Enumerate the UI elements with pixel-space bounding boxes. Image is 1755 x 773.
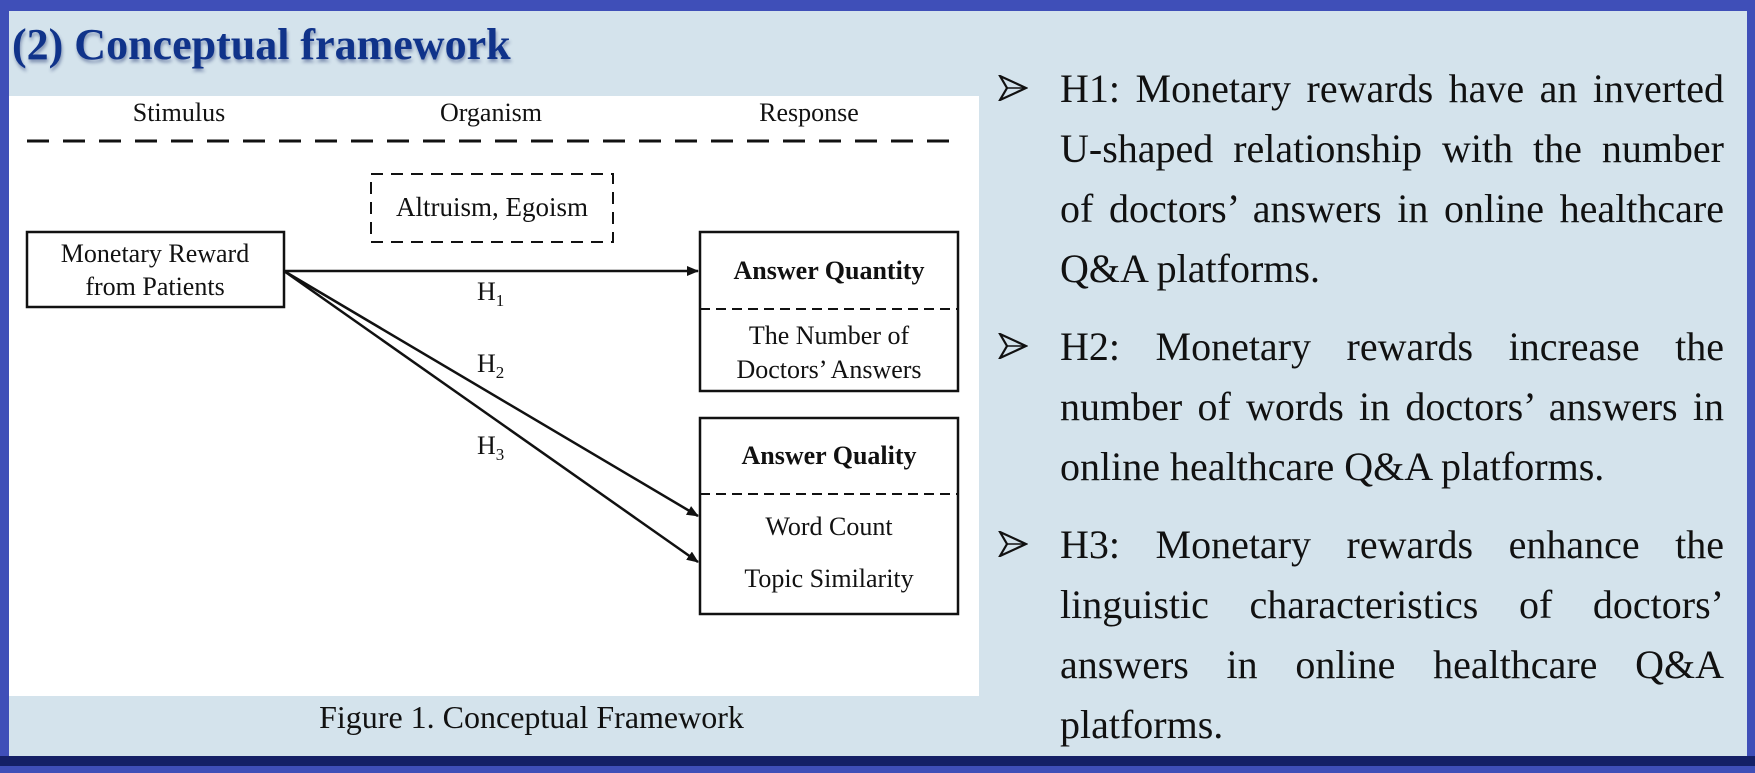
arrow-h3 — [283, 269, 699, 564]
slide: (2) Conceptual framework Stimulus Organi… — [9, 11, 1747, 756]
organism-box — [370, 173, 614, 243]
arrowhead-bullet-icon — [998, 531, 1028, 557]
hypothesis-text-h1: H1: Monetary rewards have an inverted U-… — [1060, 66, 1724, 291]
bottom-bar — [0, 756, 1755, 766]
label-h1: H1 — [477, 277, 504, 310]
quality-item-1: Word Count — [765, 512, 893, 541]
stage-organism: Organism — [440, 98, 542, 127]
slide-title: (2) Conceptual framework — [12, 20, 511, 69]
stimulus-box — [25, 230, 286, 309]
hypothesis-text-h2: H2: Monetary rewards increase the number… — [1060, 324, 1724, 489]
organism-label: Altruism, Egoism — [396, 192, 588, 222]
hypothesis-item-h2: H2: Monetary rewards increase the number… — [994, 317, 1724, 497]
hypotheses-list: H1: Monetary rewards have an inverted U-… — [994, 59, 1724, 773]
quality-item-2: Topic Similarity — [744, 564, 913, 593]
quantity-item-2: Doctors’ Answers — [736, 355, 921, 384]
arrowhead-bullet-icon — [998, 333, 1028, 359]
arrow-h2 — [283, 269, 699, 518]
hypothesis-item-h3: H3: Monetary rewards enhance the linguis… — [994, 515, 1724, 755]
arrowhead-bullet-icon — [998, 75, 1028, 101]
answer-quality-box — [698, 416, 960, 616]
hypothesis-text-h3: H3: Monetary rewards enhance the linguis… — [1060, 522, 1724, 747]
quantity-item-1: The Number of — [749, 321, 910, 350]
label-h3: H3 — [477, 431, 504, 464]
answer-quality-title: Answer Quality — [741, 441, 916, 470]
stimulus-label-line1: Monetary Reward — [61, 239, 249, 268]
figure-caption: Figure 1. Conceptual Framework — [319, 699, 744, 735]
conceptual-framework-figure: Stimulus Organism Response Altruism, Ego… — [9, 96, 979, 696]
framework-diagram: Stimulus Organism Response Altruism, Ego… — [25, 98, 960, 616]
hypothesis-item-h1: H1: Monetary rewards have an inverted U-… — [994, 59, 1724, 299]
label-h2: H2 — [477, 349, 504, 382]
stage-response: Response — [759, 98, 859, 127]
answer-quantity-title: Answer Quantity — [734, 256, 925, 285]
answer-quantity-box — [698, 230, 960, 393]
stimulus-label-line2: from Patients — [85, 272, 224, 301]
stage-stimulus: Stimulus — [133, 98, 225, 127]
